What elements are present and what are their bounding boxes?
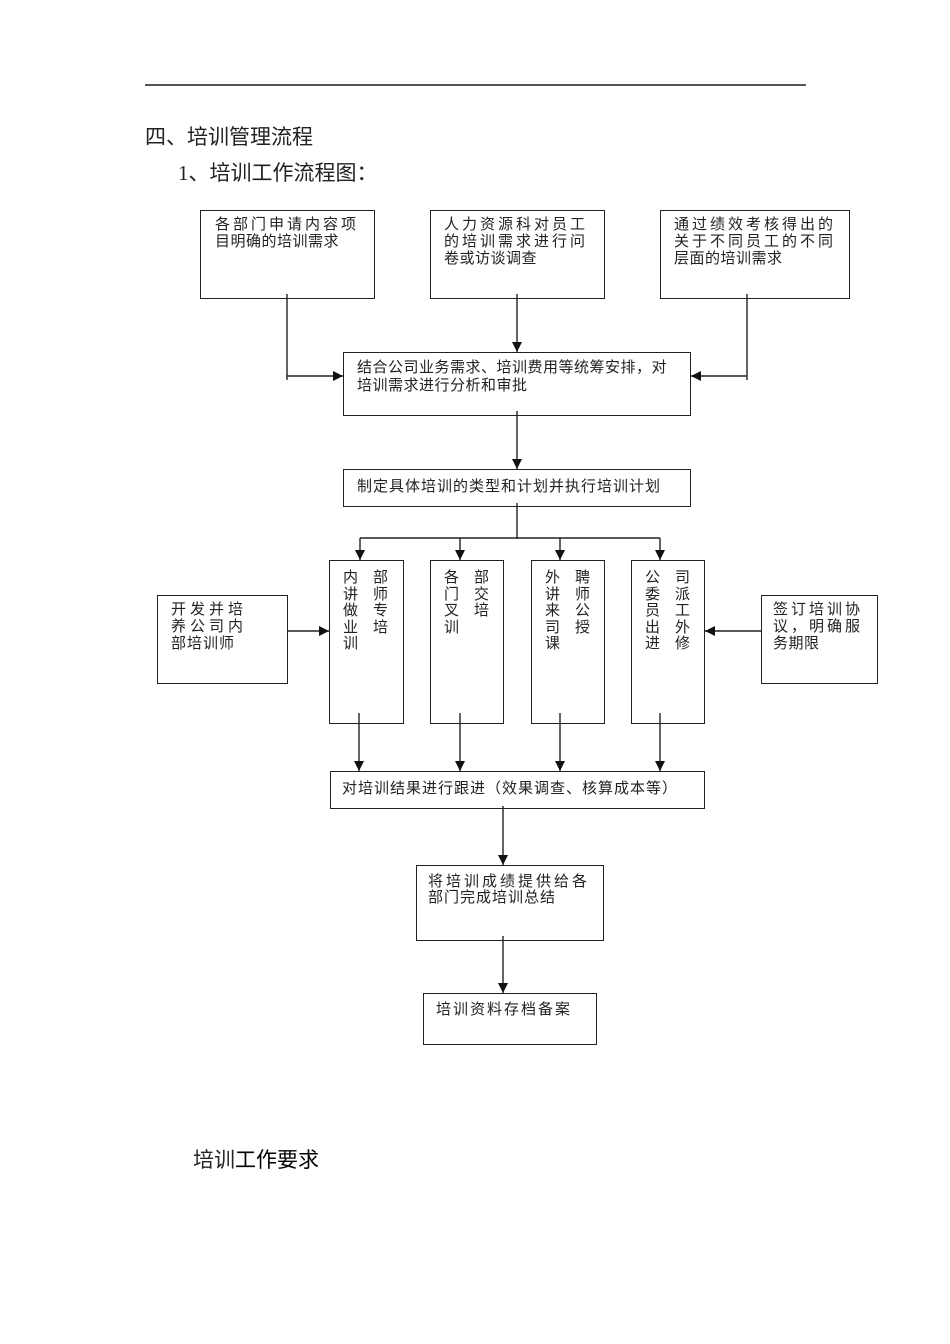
heading-part: 培训	[193, 1148, 235, 1172]
box-text-line: 训	[343, 636, 374, 652]
source-box-performance-review: 通过绩效考核得出的 关于不同员工的不同 层面的培训需求	[660, 210, 850, 299]
method-box-cross-department: 各部 门交 叉培 训	[430, 560, 504, 724]
section-title: 四、培训管理流程	[145, 125, 313, 149]
method-box-external-lecturer: 外聘 讲师 来公 司授 课	[531, 560, 605, 724]
box-text-line: 务期限	[773, 636, 820, 652]
box-text-line: 进修	[645, 636, 706, 652]
box-text-line: 签订培训协	[773, 602, 864, 618]
box-text-line: 人力资源科对员工	[444, 217, 589, 233]
box-text-line: 制定具体培训的类型和计划并执行培训计划	[357, 479, 662, 495]
input-box-sign-agreement: 签订培训协 议，明确服 务期限	[761, 595, 878, 684]
box-text-line: 课	[545, 636, 576, 652]
box-text-line: 委派	[645, 586, 706, 603]
method-box-external-study: 公司 委派 员工 出外 进修	[631, 560, 705, 724]
subsection-title: 1、培训工作流程图：	[178, 161, 378, 185]
box-text-line: 训	[444, 619, 475, 636]
box-text-line: 讲师	[545, 586, 606, 603]
box-text-line: 出外	[645, 619, 706, 636]
box-text-line: 结合公司业务需求、培训费用等统筹安排，对	[357, 360, 668, 376]
header-rule	[145, 84, 806, 86]
section-heading-work-requirements: 培训工作要求	[193, 1147, 319, 1173]
method-box-internal-trainer: 内部 讲师 做专 业培 训	[329, 560, 404, 724]
box-text-line: 司授	[545, 619, 606, 636]
summary-box: 将培训成绩提供给各 部门完成培训总结	[416, 865, 604, 941]
box-text-line: 关于不同员工的不同	[674, 234, 837, 250]
box-text-line: 内部	[343, 570, 404, 586]
box-text-line: 部培训师	[171, 636, 236, 652]
box-text-line: 各部	[444, 570, 505, 586]
training-plan-box: 制定具体培训的类型和计划并执行培训计划	[343, 469, 691, 507]
archive-box: 培训资料存档备案	[423, 993, 597, 1045]
box-text-line: 的培训需求进行问	[444, 234, 589, 250]
box-text-line: 叉培	[444, 603, 505, 619]
box-text-line: 层面的培训需求	[674, 251, 783, 267]
box-text-line: 目明确的培训需求	[215, 234, 340, 250]
input-box-develop-trainers: 开发并培 养公司内 部培训师	[157, 595, 288, 684]
box-text-line: 门交	[444, 586, 505, 603]
box-text-line: 通过绩效考核得出的	[674, 217, 837, 233]
box-text-line: 来公	[545, 603, 606, 619]
box-text-line: 将培训成绩提供给各	[428, 874, 591, 890]
box-text-line: 业培	[343, 619, 404, 636]
source-box-hr-survey: 人力资源科对员工 的培训需求进行问 卷或访谈调查	[430, 210, 605, 299]
box-text-line: 开发并培	[171, 602, 248, 618]
box-text-line: 议，明确服	[773, 619, 864, 635]
analysis-approval-box: 结合公司业务需求、培训费用等统筹安排，对 培训需求进行分析和审批	[343, 352, 691, 416]
box-text-line: 讲师	[343, 586, 404, 603]
followup-box: 对培训结果进行跟进（效果调查、核算成本等）	[330, 771, 705, 809]
box-text-line: 各部门申请内容项	[215, 217, 360, 233]
box-text-line: 养公司内	[171, 619, 248, 635]
heading-part: 工作要求	[235, 1148, 319, 1172]
box-text-line: 培训资料存档备案	[436, 1002, 573, 1018]
box-text-line: 对培训结果进行跟进（效果调查、核算成本等）	[342, 781, 679, 797]
box-text-line: 公司	[645, 570, 706, 586]
box-text-line: 部门完成培训总结	[428, 890, 557, 906]
box-text-line: 培训需求进行分析和审批	[357, 378, 528, 394]
box-text-line: 卷或访谈调查	[444, 251, 538, 267]
box-text-line: 做专	[343, 603, 404, 619]
box-text-line: 员工	[645, 603, 706, 619]
source-box-department-requests: 各部门申请内容项 目明确的培训需求	[200, 210, 375, 299]
box-text-line: 外聘	[545, 570, 606, 586]
